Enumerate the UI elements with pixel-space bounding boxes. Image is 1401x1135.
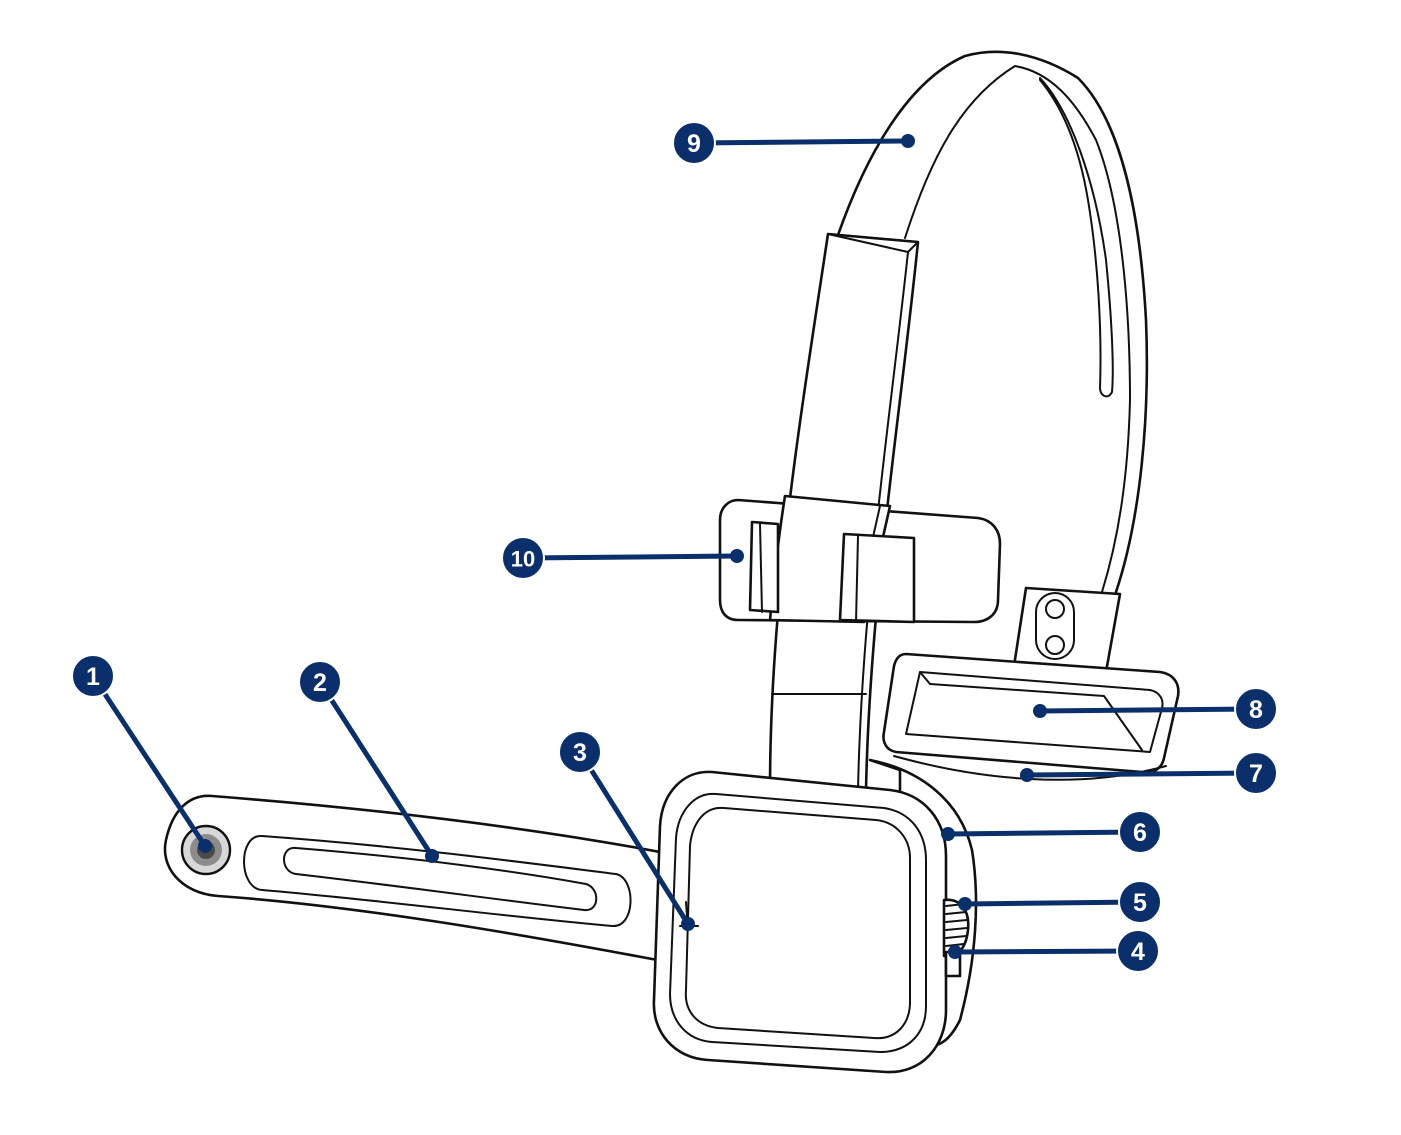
callout-2: 2 <box>298 660 342 704</box>
callout-7: 7 <box>1234 751 1278 795</box>
leader-1 <box>90 673 208 849</box>
callout-label-10: 10 <box>511 547 535 572</box>
callout-6: 6 <box>1118 810 1162 854</box>
callout-label-1: 1 <box>86 663 100 691</box>
callout-label-9: 9 <box>687 130 701 158</box>
callout-5: 5 <box>1118 880 1162 924</box>
callout-label-3: 3 <box>573 739 587 767</box>
band-clip-tab-right <box>838 532 916 624</box>
callout-9: 9 <box>672 121 716 165</box>
boom-slot <box>243 834 632 928</box>
callout-10: 10 <box>501 536 545 580</box>
leader-dot-6 <box>941 827 955 841</box>
callout-3: 3 <box>558 730 602 774</box>
leader-dot-8 <box>1033 704 1047 718</box>
leader-4 <box>952 948 1141 955</box>
leader-dot-2 <box>425 849 439 863</box>
leader-dot-3 <box>681 917 695 931</box>
callout-1: 1 <box>71 654 115 698</box>
leader-7 <box>1024 770 1259 778</box>
callout-label-7: 7 <box>1249 760 1263 788</box>
callout-label-6: 6 <box>1133 819 1147 847</box>
callout-4: 4 <box>1116 929 1160 973</box>
leader-dot-9 <box>901 134 915 148</box>
callout-8: 8 <box>1234 687 1278 731</box>
boom-arm <box>163 794 670 964</box>
left-earcup <box>652 770 948 1074</box>
headband <box>836 50 1149 594</box>
callout-leaders <box>90 134 1259 959</box>
leader-10 <box>520 553 740 561</box>
callout-label-8: 8 <box>1249 696 1263 724</box>
callout-label-4: 4 <box>1131 938 1145 966</box>
leader-2 <box>317 679 435 859</box>
headset-illustration <box>163 50 1180 1074</box>
leader-dot-1 <box>198 839 212 853</box>
callout-badges: 1 2 3 4 5 6 7 8 <box>71 121 1278 973</box>
headband-groove <box>1039 77 1114 398</box>
leader-9 <box>691 138 911 146</box>
leader-6 <box>945 829 1143 837</box>
leader-dot-10 <box>730 549 744 563</box>
band-clip-tab-left <box>748 520 780 614</box>
callout-label-5: 5 <box>1133 889 1147 917</box>
leader-dot-5 <box>958 897 972 911</box>
leader-5 <box>962 899 1143 907</box>
callout-label-2: 2 <box>313 669 327 697</box>
leader-dot-7 <box>1020 768 1034 782</box>
earcup-face <box>684 806 911 1040</box>
leader-dot-4 <box>948 945 962 959</box>
leader-3 <box>577 749 691 927</box>
leader-8 <box>1037 706 1259 714</box>
